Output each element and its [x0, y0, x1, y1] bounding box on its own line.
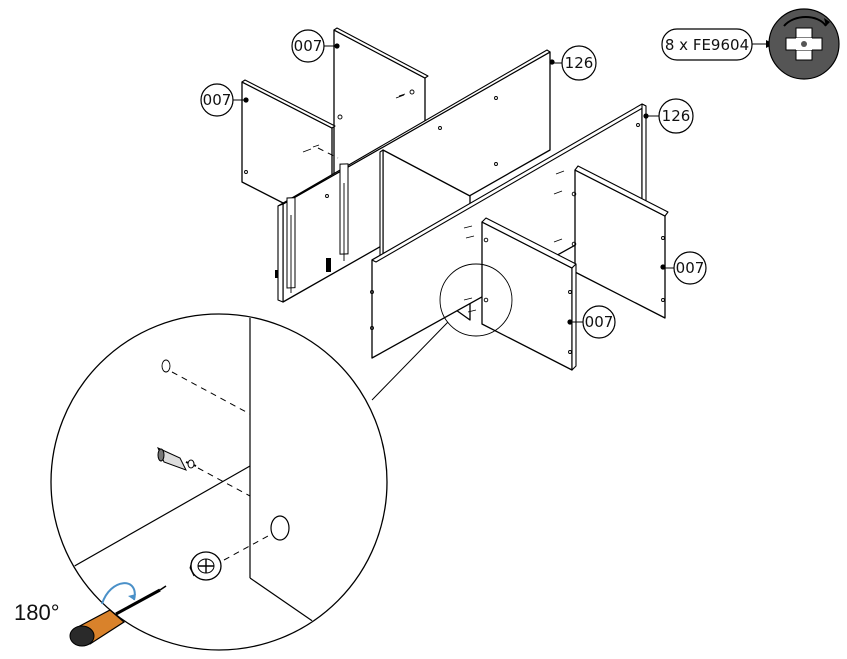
callout-label: 126 — [662, 107, 691, 125]
zoom-connector — [371, 321, 449, 401]
callout-panel-left: 007 — [200, 83, 246, 117]
callout-panel-front-small: 007 — [570, 305, 616, 339]
cam-lock — [189, 551, 222, 581]
callout-panel-top-left: 007 — [291, 29, 337, 63]
detail-view — [50, 313, 388, 651]
cam-lock-icon — [768, 8, 840, 80]
callout-panel-back-long: 126 — [552, 45, 597, 81]
callout-panel-right: 007 — [663, 251, 707, 285]
panel-front-small — [463, 217, 577, 371]
callout-label: 007 — [203, 91, 232, 109]
callout-label: 007 — [585, 313, 614, 331]
zoom-source-circle — [439, 263, 513, 337]
panel-right — [553, 165, 669, 319]
hardware-callout: 8 x FE9604 — [661, 8, 840, 80]
connector-bolt — [157, 447, 197, 471]
callout-label: 126 — [565, 54, 594, 72]
callout-panel-front-long: 126 — [646, 98, 694, 134]
callout-label: 007 — [676, 259, 705, 277]
rotation-label: 180° — [14, 600, 60, 625]
hardware-label: 8 x FE9604 — [665, 36, 749, 54]
callout-label: 007 — [294, 37, 323, 55]
screwdriver-icon — [69, 582, 167, 647]
